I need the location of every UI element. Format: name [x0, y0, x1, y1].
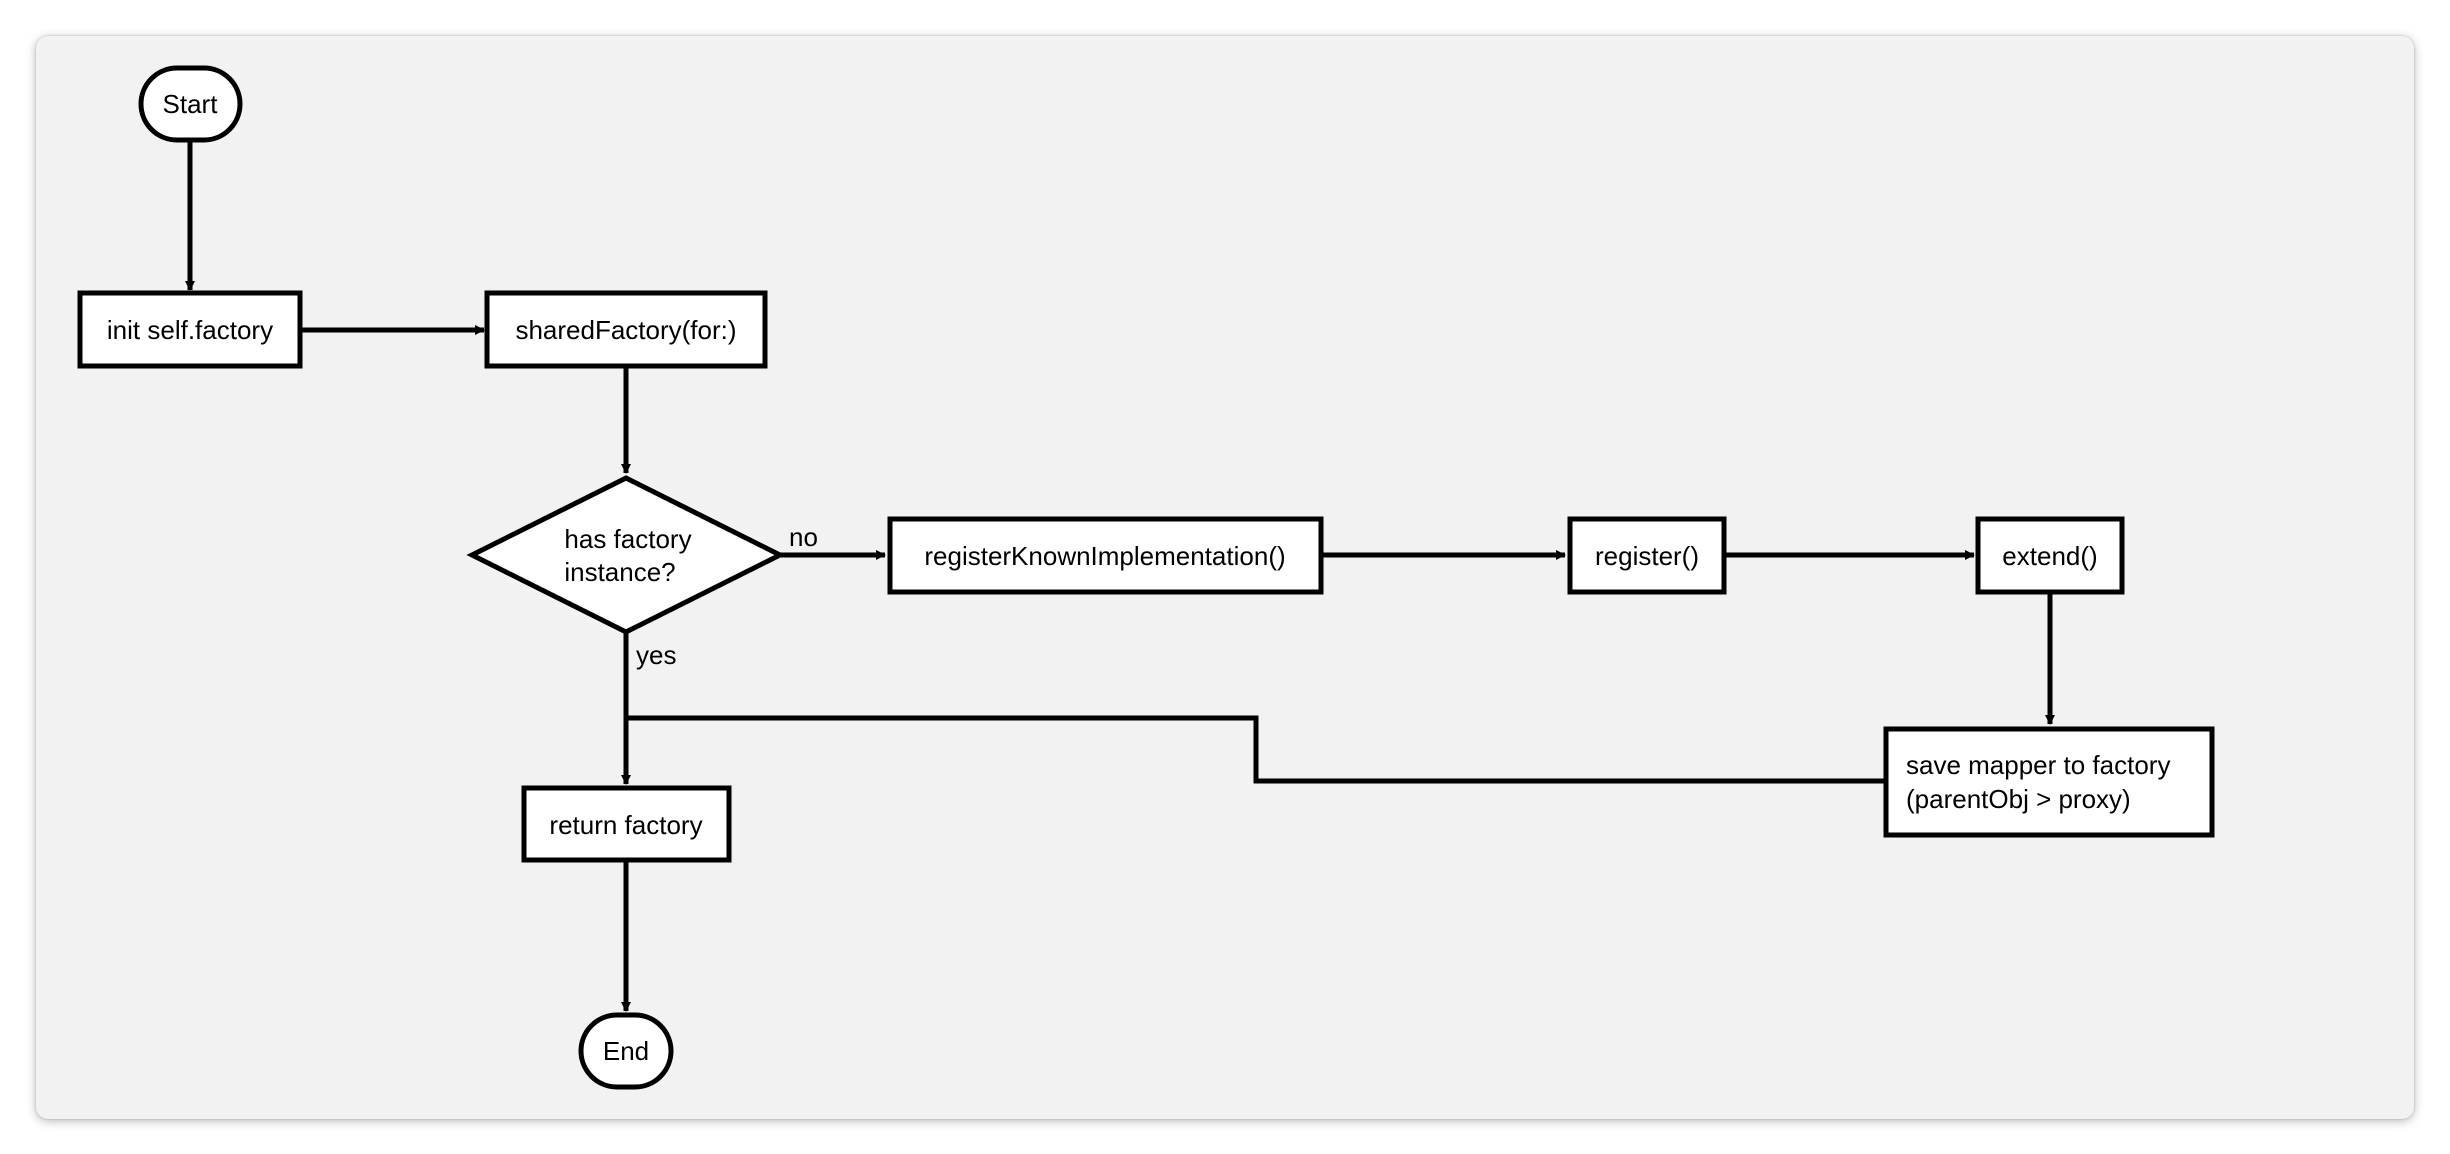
register-known-label: registerKnownImplementation()	[924, 541, 1285, 571]
decision-node: has factory instance?	[466, 475, 786, 635]
shared-factory-label: sharedFactory(for:)	[515, 315, 736, 345]
edge-label-no: no	[789, 522, 818, 552]
init-factory-label: init self.factory	[107, 315, 273, 345]
start-label: Start	[163, 89, 219, 119]
register-known-node: registerKnownImplementation()	[887, 516, 1324, 595]
save-mapper-label-line2: (parentObj > proxy)	[1906, 784, 2131, 814]
edge-save-to-return	[626, 715, 1886, 784]
end-label: End	[603, 1036, 649, 1066]
extend-label: extend()	[2002, 541, 2097, 571]
shared-factory-node: sharedFactory(for:)	[484, 290, 768, 369]
init-factory-node: init self.factory	[77, 290, 303, 369]
end-node: End	[578, 1012, 674, 1090]
decision-label-line2: instance?	[564, 557, 675, 587]
extend-node: extend()	[1975, 516, 2125, 595]
register-label: register()	[1595, 541, 1699, 571]
start-node: Start	[138, 65, 243, 143]
edge-label-yes: yes	[636, 640, 676, 670]
return-factory-node: return factory	[521, 785, 732, 863]
edges	[185, 140, 2055, 1012]
decision-label-line1: has factory	[564, 524, 691, 554]
register-node: register()	[1567, 516, 1727, 595]
save-mapper-node: save mapper to factory (parentObj > prox…	[1883, 726, 2215, 838]
return-factory-label: return factory	[549, 810, 702, 840]
save-mapper-label-line1: save mapper to factory	[1906, 750, 2170, 780]
